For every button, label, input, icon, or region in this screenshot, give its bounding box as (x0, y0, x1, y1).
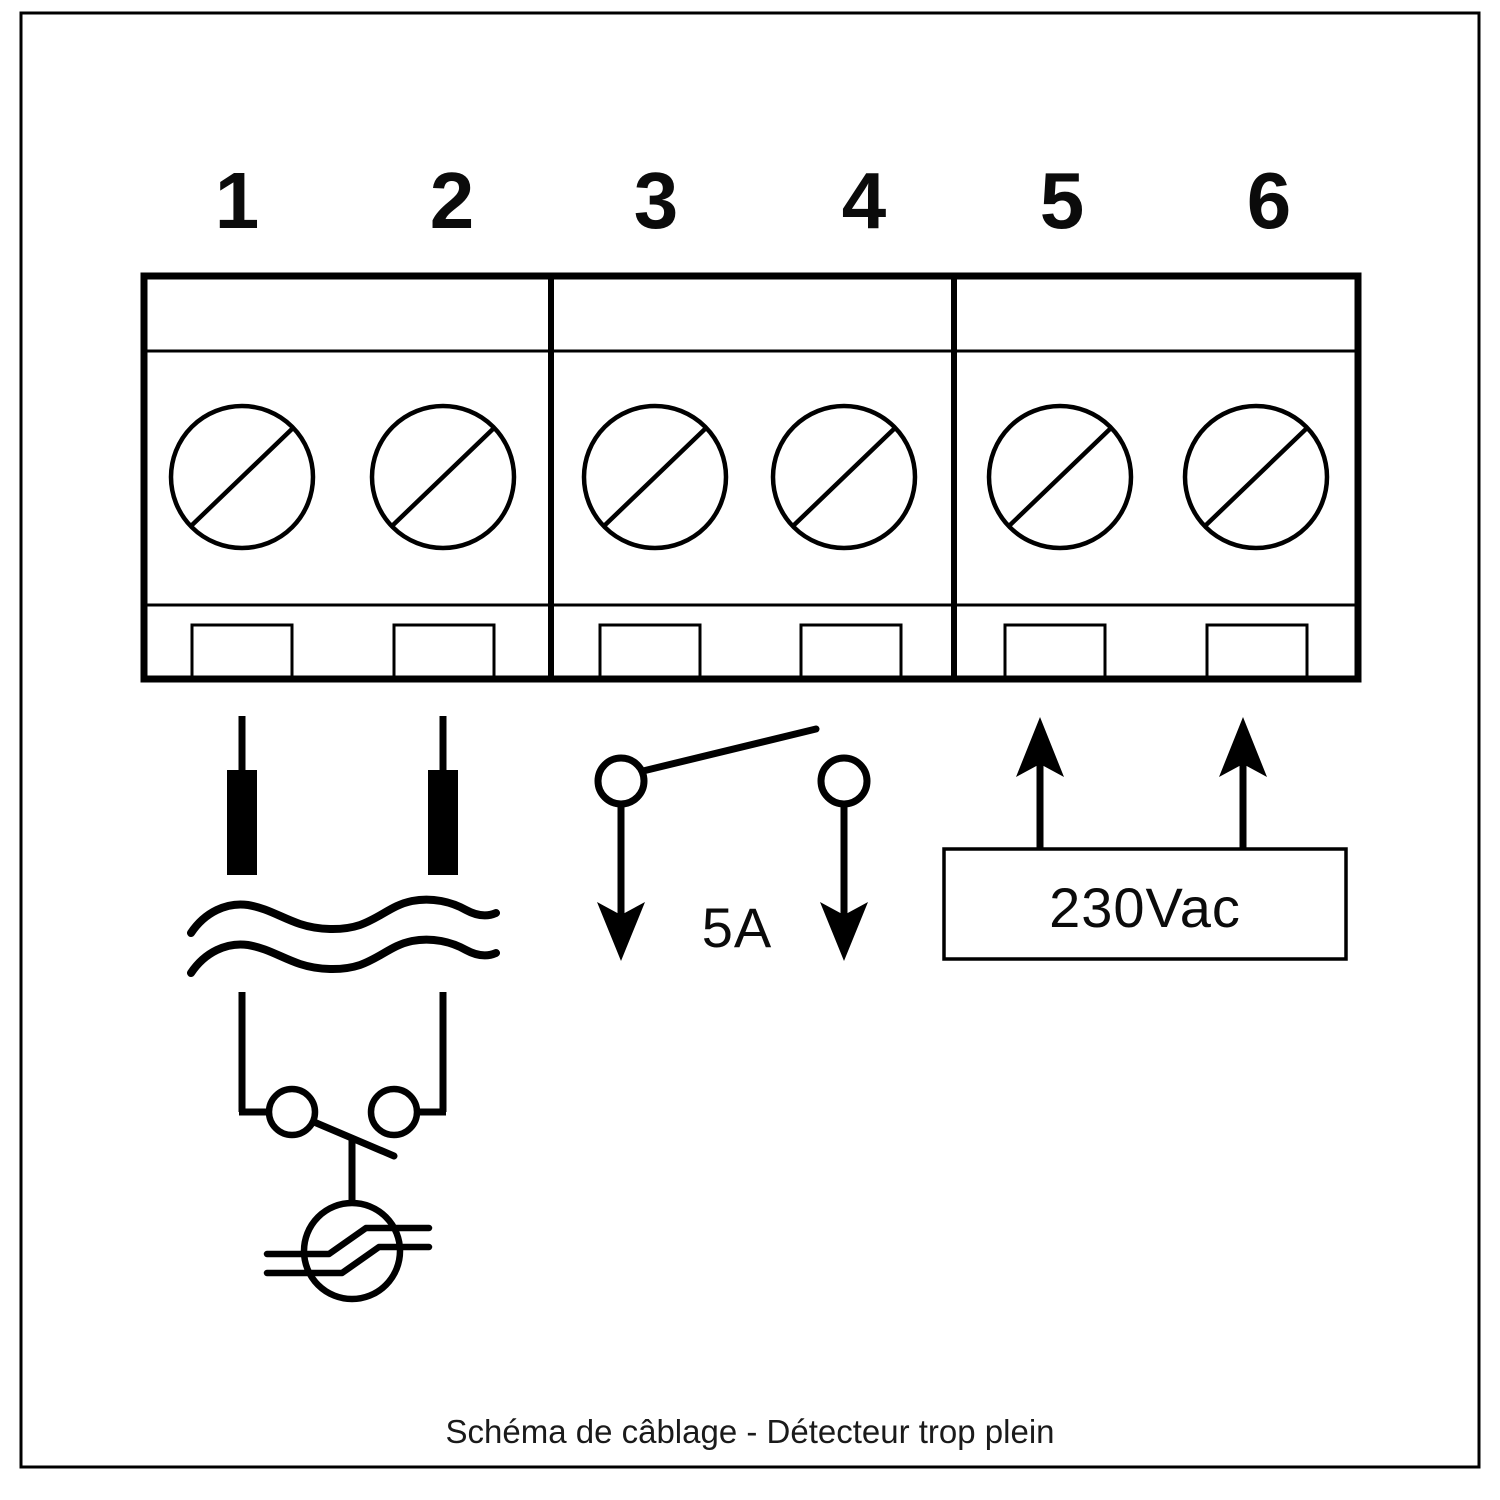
screw-terminal-4 (770, 403, 918, 551)
cable-entry-notch (1003, 623, 1107, 679)
cable-entry-notch (598, 623, 702, 679)
electrode-probe-icon (428, 770, 458, 875)
screw-head-icon (986, 403, 1134, 551)
contact-terminal-icon (367, 1085, 421, 1139)
terminal-block-body (140, 272, 1362, 683)
screw-slot-icon (791, 426, 897, 528)
water-surface-icon (187, 895, 500, 977)
terminal-block (140, 272, 1362, 683)
contact-lever-icon (310, 1118, 398, 1160)
screw-head-icon (1182, 403, 1330, 551)
relay-rating-label: 5A (702, 896, 773, 959)
diagram-caption: Schéma de câblage - Détecteur trop plein (445, 1413, 1054, 1450)
terminal-number-4: 4 (842, 156, 887, 245)
power-supply: 230Vac (942, 717, 1348, 961)
screw-terminal-6 (1182, 403, 1330, 551)
relay-contact-output: 5A (594, 725, 871, 961)
terminal-number-3: 3 (634, 156, 679, 245)
contact-terminal-icon (265, 1085, 319, 1139)
screw-slot-icon (189, 426, 295, 528)
screw-terminal-5 (986, 403, 1134, 551)
cable-entry-notch (190, 623, 294, 679)
water-wave-line (187, 935, 500, 977)
electrode-probe-icon (227, 770, 257, 875)
terminal-number-2: 2 (430, 156, 475, 245)
screw-head-icon (770, 403, 918, 551)
cable-entry-notch (1205, 623, 1309, 679)
down-arrow-icon (820, 902, 868, 961)
screw-terminal-3 (581, 403, 729, 551)
screw-slot-icon (1203, 426, 1309, 528)
supply-voltage-box (942, 847, 1348, 961)
float-switch-symbol (238, 992, 447, 1303)
screw-head-icon (369, 403, 517, 551)
up-arrow-icon (1219, 717, 1267, 777)
terminal-number-5: 5 (1040, 156, 1085, 245)
terminal-number-6: 6 (1247, 156, 1292, 245)
supply-voltage-label: 230Vac (1049, 876, 1241, 939)
terminal-number-1: 1 (215, 156, 260, 245)
float-sensor-step-line (263, 1243, 433, 1277)
contact-terminal-icon (594, 754, 648, 808)
down-arrow-icon (597, 902, 645, 961)
contact-terminal-icon (817, 754, 871, 808)
up-arrow-icon (1016, 717, 1064, 777)
screw-slot-icon (1007, 426, 1113, 528)
screw-head-icon (168, 403, 316, 551)
water-wave-line (187, 895, 500, 937)
screw-terminal-1 (168, 403, 316, 551)
screw-head-icon (581, 403, 729, 551)
cable-entry-notch (392, 623, 496, 679)
contact-lever-icon (639, 725, 820, 775)
page-frame (19, 11, 1481, 1469)
float-sensor-step-line (263, 1224, 433, 1258)
terminal-number-labels: 1 2 3 4 5 6 (215, 156, 1292, 245)
screw-slot-icon (390, 426, 496, 528)
screw-terminal-2 (369, 403, 517, 551)
cable-entry-notch (799, 623, 903, 679)
screw-slot-icon (602, 426, 708, 528)
level-electrodes (227, 716, 458, 875)
